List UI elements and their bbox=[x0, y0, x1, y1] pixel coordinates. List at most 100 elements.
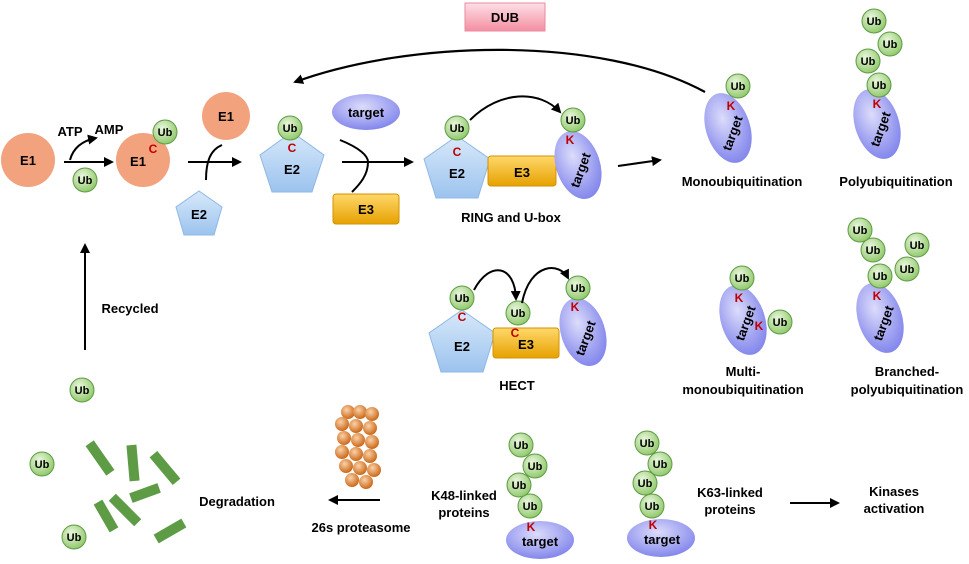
svg-text:Ub: Ub bbox=[450, 123, 465, 135]
svg-text:E2: E2 bbox=[284, 162, 300, 177]
atp-label: ATP bbox=[57, 124, 82, 139]
svg-text:Ub: Ub bbox=[512, 480, 527, 492]
target-join-curve bbox=[339, 139, 369, 163]
k63-label-line2: proteins bbox=[704, 502, 755, 517]
e1-free: E1 bbox=[1, 133, 55, 187]
svg-text:Ub: Ub bbox=[640, 438, 655, 450]
poly-target: target K Ub Ub Ub Ub bbox=[853, 8, 903, 159]
e1-e2-curve bbox=[205, 144, 223, 181]
svg-text:Ub: Ub bbox=[67, 532, 82, 544]
e1-transfer: E1 bbox=[202, 92, 250, 140]
ring-complex: E2 C Ub E3 target K Ub bbox=[423, 95, 602, 199]
target-free: target bbox=[332, 94, 400, 130]
amp-label: AMP bbox=[95, 122, 124, 137]
e2-charged: E2 C Ub bbox=[259, 115, 325, 193]
svg-text:E1: E1 bbox=[130, 154, 146, 169]
svg-text:K: K bbox=[873, 97, 882, 111]
svg-text:E1: E1 bbox=[218, 109, 234, 124]
svg-text:target: target bbox=[644, 532, 681, 547]
hect-complex: E2 C Ub E3 C Ub target K Ub bbox=[428, 267, 607, 373]
svg-text:Ub: Ub bbox=[455, 293, 470, 305]
svg-text:Ub: Ub bbox=[283, 123, 298, 135]
svg-text:Ub: Ub bbox=[571, 283, 586, 295]
svg-text:Ub: Ub bbox=[866, 245, 881, 257]
svg-text:C: C bbox=[149, 142, 158, 156]
svg-text:Ub: Ub bbox=[900, 264, 915, 276]
svg-text:target: target bbox=[348, 105, 385, 120]
dub-return-arrow bbox=[293, 48, 706, 93]
svg-text:Ub: Ub bbox=[35, 459, 50, 471]
e3-join-curve bbox=[351, 161, 369, 193]
e2-free: E2 bbox=[175, 190, 223, 236]
dub-box: DUB bbox=[464, 2, 546, 32]
atp-amp-curve bbox=[69, 134, 98, 161]
kinases-label-line1: Kinases bbox=[869, 484, 919, 499]
mono-target: target K Ub bbox=[704, 73, 752, 163]
poly-label: Polyubiquitination bbox=[839, 174, 952, 189]
svg-text:Ub: Ub bbox=[867, 16, 882, 28]
multi-label-line1: Multi- bbox=[726, 364, 761, 379]
svg-text:K: K bbox=[755, 319, 764, 333]
kinases-label-line2: activation bbox=[864, 501, 925, 516]
branched-target: target K Ub Ub Ub Ub Ub bbox=[847, 217, 930, 353]
svg-text:K: K bbox=[566, 133, 575, 147]
e1-charged: E1 C Ub bbox=[116, 119, 178, 187]
svg-text:E1: E1 bbox=[20, 153, 36, 168]
svg-text:Ub: Ub bbox=[883, 39, 898, 51]
svg-text:Ub: Ub bbox=[638, 478, 653, 490]
branched-label-line2: polyubiquitination bbox=[851, 382, 964, 397]
svg-text:Ub: Ub bbox=[511, 308, 526, 320]
recycled-label: Recycled bbox=[101, 301, 158, 316]
k63-label-line1: K63-linked bbox=[697, 485, 763, 500]
svg-text:Ub: Ub bbox=[773, 317, 788, 329]
mono-label: Monoubiquitination bbox=[682, 174, 803, 189]
svg-text:Ub: Ub bbox=[872, 80, 887, 92]
svg-text:K: K bbox=[649, 518, 658, 532]
svg-text:K: K bbox=[735, 291, 744, 305]
svg-text:Ub: Ub bbox=[75, 385, 90, 397]
svg-text:C: C bbox=[288, 141, 297, 155]
svg-text:C: C bbox=[458, 310, 467, 324]
proteasome-label: 26s proteasome bbox=[312, 520, 411, 535]
dub-label: DUB bbox=[491, 10, 519, 25]
multi-label-line2: monoubiquitination bbox=[682, 382, 803, 397]
svg-text:Ub: Ub bbox=[514, 440, 529, 452]
svg-text:Ub: Ub bbox=[528, 461, 543, 473]
k63-chain: target K Ub Ub Ub Ub bbox=[627, 430, 695, 557]
svg-text:Ub: Ub bbox=[645, 501, 660, 513]
svg-text:E3: E3 bbox=[358, 202, 374, 217]
e3-free: E3 bbox=[332, 193, 400, 225]
k48-chain: target K Ub Ub Ub Ub bbox=[506, 432, 574, 559]
proteasome-icon bbox=[335, 405, 381, 489]
svg-text:E2: E2 bbox=[449, 166, 465, 181]
svg-text:Ub: Ub bbox=[158, 127, 173, 139]
k48-label-line1: K48-linked bbox=[431, 488, 497, 503]
svg-text:Ub: Ub bbox=[735, 273, 750, 285]
svg-text:Ub: Ub bbox=[523, 501, 538, 513]
degradation-label: Degradation bbox=[199, 494, 275, 509]
svg-text:K: K bbox=[727, 99, 736, 113]
k48-label-line2: proteins bbox=[438, 505, 489, 520]
svg-text:E2: E2 bbox=[454, 339, 470, 354]
svg-text:E3: E3 bbox=[518, 337, 534, 352]
ub-fragments: Ub Ub Ub bbox=[29, 377, 187, 550]
svg-text:K: K bbox=[527, 520, 536, 534]
hect-label: HECT bbox=[499, 378, 534, 393]
svg-text:Ub: Ub bbox=[566, 115, 581, 127]
svg-text:K: K bbox=[873, 289, 882, 303]
svg-text:E3: E3 bbox=[514, 165, 530, 180]
svg-text:Ub: Ub bbox=[853, 225, 868, 237]
svg-text:K: K bbox=[571, 300, 580, 314]
ring-label: RING and U-box bbox=[461, 210, 561, 225]
svg-text:Ub: Ub bbox=[873, 271, 888, 283]
svg-text:C: C bbox=[453, 145, 462, 159]
branched-label-line1: Branched- bbox=[875, 364, 939, 379]
svg-text:Ub: Ub bbox=[731, 81, 746, 93]
svg-text:Ub: Ub bbox=[910, 240, 925, 252]
ring-to-mono-arrow bbox=[617, 156, 662, 167]
ub-free-1: Ub bbox=[72, 167, 98, 193]
svg-text:Ub: Ub bbox=[653, 459, 668, 471]
svg-text:Ub: Ub bbox=[78, 175, 93, 187]
svg-text:C: C bbox=[511, 326, 520, 340]
